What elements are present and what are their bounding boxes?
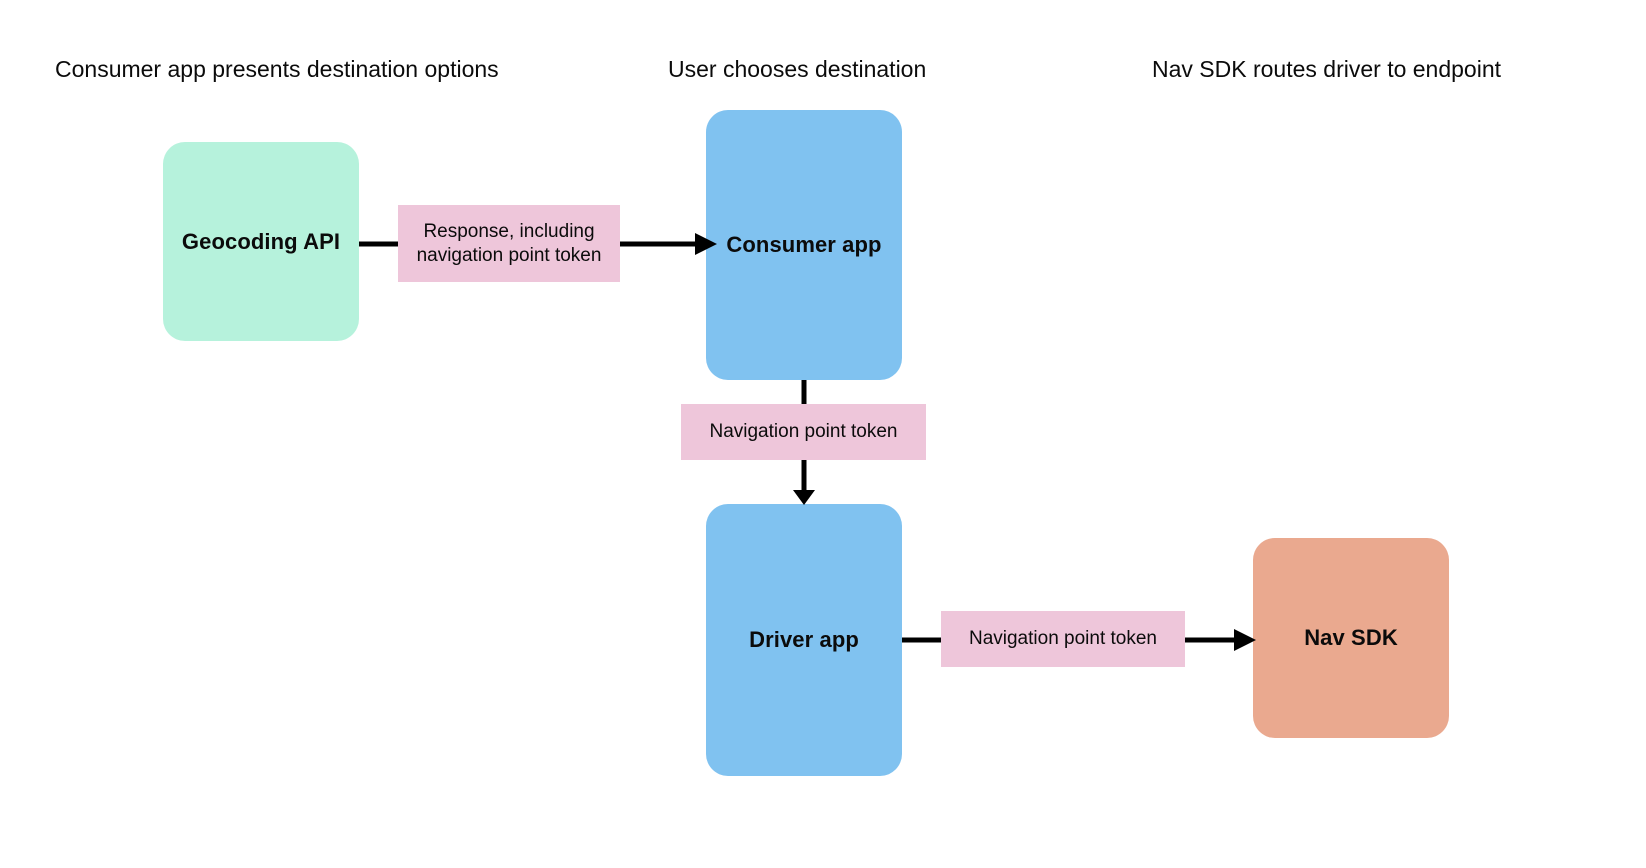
node-geocoding-api[interactable]: Geocoding API [163, 142, 359, 341]
connector-geocoding-to-consumer [359, 232, 719, 256]
connector-driver-to-navsdk [902, 628, 1257, 652]
node-driver-app-label: Driver app [749, 627, 859, 652]
column-heading-consumer-app-presents: Consumer app presents destination option… [55, 56, 499, 82]
node-nav-sdk-label: Nav SDK [1304, 625, 1398, 650]
node-geocoding-api-label: Geocoding API [181, 228, 341, 254]
edge-label-text: Navigation point token [968, 628, 1157, 649]
arrow-right-icon [902, 629, 1256, 651]
edge-label-navigation-point-token-vertical: Navigation point token [681, 404, 926, 460]
column-heading-user-chooses-destination: User chooses destination [668, 56, 927, 82]
edge-label-navigation-point-token-horizontal: Navigation point token [941, 611, 1185, 667]
arrow-right-icon [359, 233, 717, 255]
node-driver-app[interactable]: Driver app [706, 504, 902, 776]
edge-label-text: Response, including navigation point tok… [416, 220, 602, 266]
node-consumer-app[interactable]: Consumer app [706, 110, 902, 380]
node-consumer-app-label: Consumer app [726, 232, 882, 257]
edge-label-text: Navigation point token [709, 421, 898, 442]
node-nav-sdk[interactable]: Nav SDK [1253, 538, 1449, 738]
edge-label-response-including-navigation-point-token: Response, including navigation point tok… [398, 205, 620, 282]
column-heading-nav-sdk-routes-driver: Nav SDK routes driver to endpoint [1152, 56, 1502, 82]
